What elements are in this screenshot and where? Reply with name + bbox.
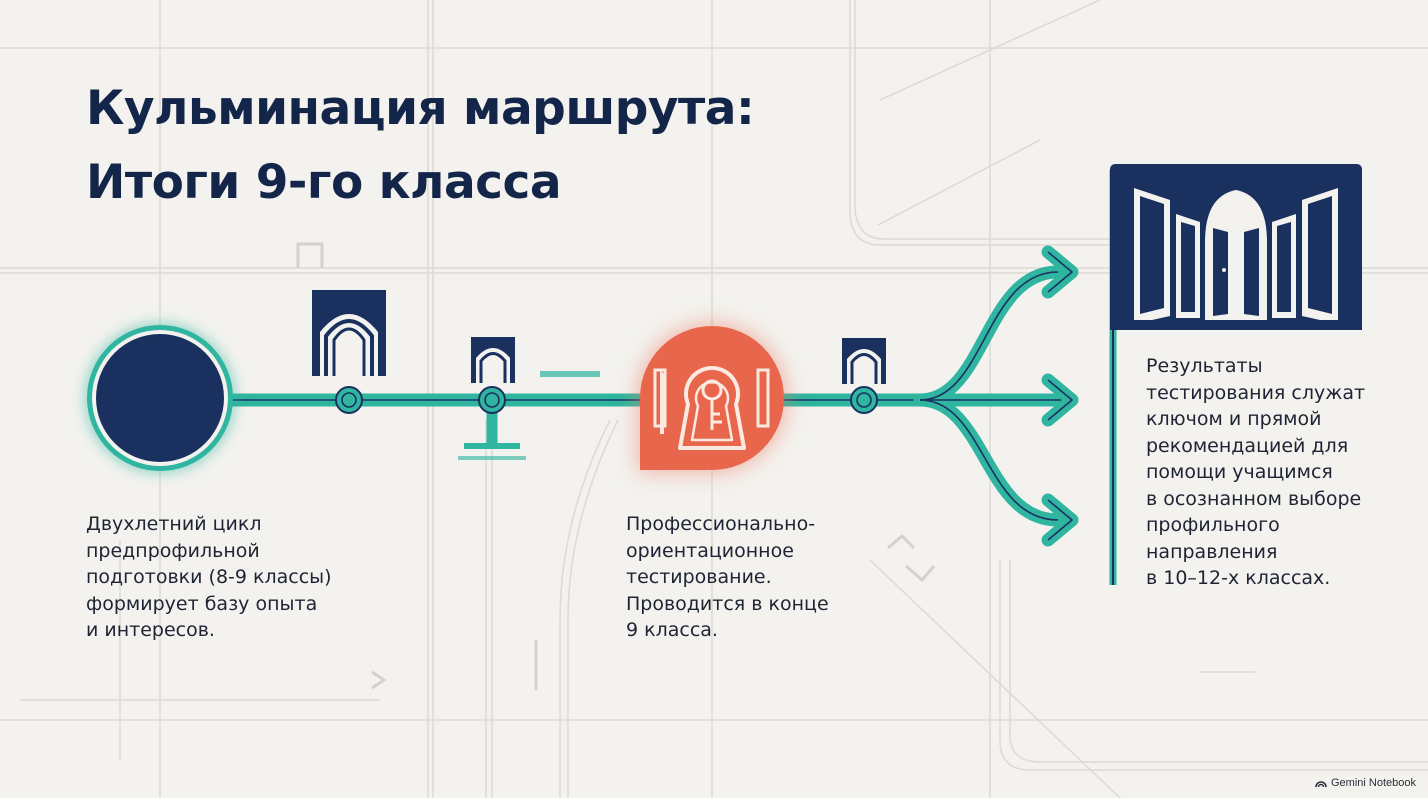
- caption-line: помощи учащимся: [1146, 461, 1333, 483]
- caption-line: направления: [1146, 540, 1278, 563]
- caption-line: профильного: [1146, 514, 1280, 536]
- step-caption-results: Результаты тестирования служат ключом и …: [1146, 353, 1365, 592]
- caption-line: ключом и прямой: [1146, 408, 1322, 430]
- caption-line: тестирования служат: [1146, 381, 1366, 404]
- notebook-logo-icon: [1315, 781, 1327, 788]
- caption-line: Двухлетний цикл: [86, 513, 262, 535]
- caption-line: подготовки (8-9 классы): [86, 566, 332, 588]
- keyhole-key-icon: [638, 324, 786, 472]
- caption-line: Профессионально-: [626, 513, 816, 535]
- caption-line: тестирование.: [626, 566, 772, 588]
- open-gate-icon: [1106, 164, 1362, 585]
- filled-circle-icon: [84, 322, 236, 474]
- caption-line: формирует базу опыта: [86, 592, 318, 615]
- track-node: [478, 386, 506, 414]
- caption-line: и интересов.: [86, 619, 215, 641]
- caption-line: Проводится в конце: [626, 592, 829, 615]
- caption-line: в 10–12-х классах.: [1146, 567, 1331, 589]
- archway-icon-small: [842, 338, 886, 384]
- archway-icon-small: [471, 337, 515, 383]
- background-small-marks: [296, 242, 936, 690]
- archway-icon: [312, 290, 386, 376]
- main-track: [160, 371, 920, 460]
- page-title-line-2: Итоги 9-го класса: [86, 155, 562, 210]
- caption-line: Результаты: [1146, 355, 1263, 377]
- caption-line: рекомендацией для: [1146, 434, 1349, 457]
- branching-arrows-icon: [913, 245, 1079, 547]
- caption-line: ориентационное: [626, 539, 794, 562]
- page-title-line-1: Кульминация маршрута:: [86, 81, 755, 136]
- step-caption-preprofile: Двухлетний цикл предпрофильной подготовк…: [86, 511, 332, 644]
- caption-line: предпрофильной: [86, 539, 260, 562]
- caption-line: в осознанном выборе: [1146, 487, 1362, 510]
- page-title: Кульминация маршрута: Итоги 9-го класса: [86, 72, 755, 220]
- brand-label: Gemini Notebook: [1331, 777, 1416, 789]
- track-node: [335, 386, 363, 414]
- step-caption-testing: Профессионально- ориентационное тестиров…: [626, 511, 829, 644]
- track-node: [850, 386, 878, 414]
- caption-line: 9 класса.: [626, 619, 718, 641]
- brand-watermark: Gemini Notebook: [1315, 777, 1416, 789]
